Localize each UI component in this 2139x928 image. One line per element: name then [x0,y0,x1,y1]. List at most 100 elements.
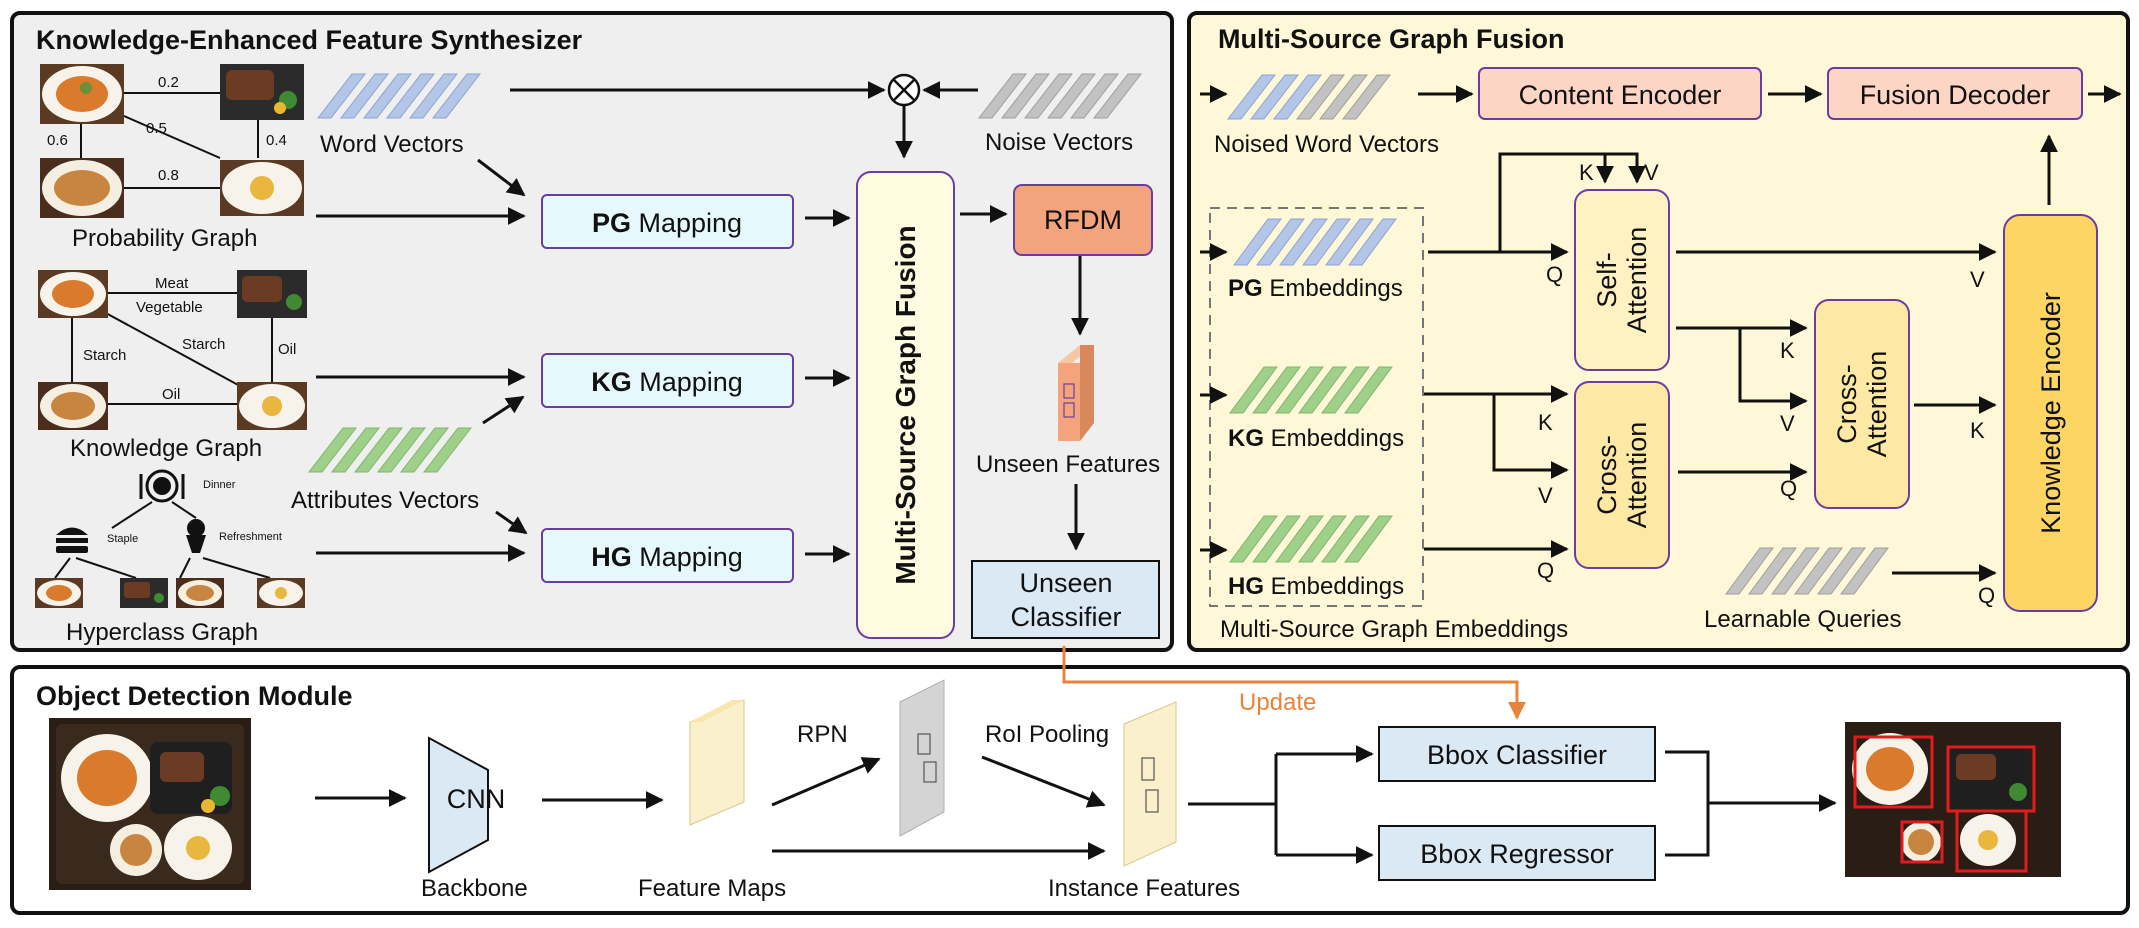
svg-text:Q: Q [1546,262,1563,287]
bbox-classifier-box: Bbox Classifier [1378,726,1656,782]
svg-text:Q: Q [1978,583,1995,608]
food-image-fries [176,578,224,608]
hg-mapping-rest: Mapping [632,542,743,572]
learnable-queries-label: Learnable Queries [1704,606,1901,633]
noised-word-vectors-icon [1226,74,1392,120]
food-image-steak [120,578,168,608]
unseen-classifier-box: Unseen Classifier [971,560,1160,639]
hg-mapping-bold: HG [591,542,632,572]
pg-edge-label: 0.5 [146,120,167,137]
food-image-steak [237,270,307,318]
odm-title: Object Detection Module [36,681,353,711]
hyperclass-graph-label: Hyperclass Graph [66,619,258,646]
noise-vectors-label: Noise Vectors [985,129,1133,156]
detection-boxes [1853,735,2036,873]
knowledge-encoder-label: Knowledge Encoder [2036,292,2066,534]
cnn-label: CNN [447,784,506,814]
pg-mapping-bold: PG [592,208,631,238]
kg-edge-label: Meat [155,275,189,292]
svg-text:K: K [1579,160,1594,185]
instance-features-label: Instance Features [1048,875,1240,902]
rfdm-label: RFDM [1044,205,1122,235]
update-path: Update [1062,646,1526,720]
food-image-steak [220,64,304,120]
svg-text:HG Mapping: HG Mapping [591,542,743,572]
kg-mapping-bold: KG [591,367,632,397]
content-encoder-box: Content Encoder [1478,67,1762,120]
pg-edge-label: 0.4 [266,132,287,149]
attribute-vectors-label: Attributes Vectors [291,487,479,514]
embeddings-group-label: Multi-Source Graph Embeddings [1220,616,1568,643]
word-vectors-label: Word Vectors [320,131,464,158]
pg-mapping-box: PG Mapping [541,194,794,249]
hg-node-label: Refreshment [219,531,282,543]
fusion-decoder-label: Fusion Decoder [1860,80,2051,110]
unseen-classifier-line2: Classifier [1010,602,1121,632]
hyperclass-graph: Dinner Staple Refreshment [35,469,305,646]
food-image-pasta [38,270,108,318]
kg-mapping-box: KG Mapping [541,353,794,408]
cnn-trapezoid: CNN [428,736,506,874]
svg-text:HG Embeddings: HG Embeddings [1228,573,1404,600]
hg-mapping-box: HG Mapping [541,528,794,583]
knowledge-graph: Meat Vegetable Starch Starch Oil Oil Kno… [38,270,307,462]
kg-edge-label: Starch [182,336,225,353]
hg-node-label: Staple [107,533,138,545]
self-attention-box: Self- Attention [1574,189,1670,371]
multiply-operator [887,73,921,107]
content-encoder-label: Content Encoder [1519,80,1722,110]
svg-text:K: K [1780,338,1795,363]
burger-icon [56,527,88,553]
self-attention-line1: Self- [1592,252,1622,308]
knowledge-graph-label: Knowledge Graph [70,435,262,462]
cross-attention-box-right: Cross- Attention [1814,299,1910,509]
food-image-pasta [35,578,83,608]
kg-embeddings-rest: Embeddings [1264,425,1404,452]
food-image-fries [40,158,124,218]
food-image-tart [237,382,307,430]
svg-text:V: V [1970,267,1985,292]
noise-vectors-icon [977,73,1143,119]
kg-edge-label: Oil [278,341,296,358]
hg-embeddings-rest: Embeddings [1264,573,1404,600]
food-image-tart [257,578,305,608]
svg-text:PG Mapping: PG Mapping [592,208,742,238]
msgf-arrows [1200,85,2122,582]
roi-pooling-label: RoI Pooling [985,721,1109,748]
input-tray-image [49,718,251,890]
cross-attention-1-line2: Attention [1622,422,1652,529]
pg-embeddings-rest: Embeddings [1263,275,1403,302]
noised-word-vectors-label: Noised Word Vectors [1214,131,1439,158]
hg-embeddings-bold: HG [1228,573,1264,600]
kg-mapping-rest: Mapping [632,367,743,397]
svg-text:PG Embeddings: PG Embeddings [1228,275,1403,302]
self-attention-line2: Attention [1622,227,1652,334]
dessert-icon [186,519,206,553]
odm-arrows [315,745,1837,864]
kg-edge-label: Oil [162,386,180,403]
svg-text:Q: Q [1537,558,1554,583]
backbone-label: Backbone [421,875,528,902]
instance-features-slab [1123,701,1177,867]
pg-embeddings-bold: PG [1228,275,1263,302]
attribute-vectors-icon [307,427,473,473]
svg-text:Q: Q [1780,476,1797,501]
unseen-classifier-line1: Unseen [1019,568,1112,598]
kefs-arrows [316,81,1089,563]
multi-source-graph-fusion-block: Multi-Source Graph Fusion [856,171,955,639]
learnable-queries-icon [1725,547,1889,595]
qkv-labels: K V Q V K V K V Q K Q Q [1537,160,1995,608]
unseen-features-cube [1058,345,1094,441]
pg-embeddings-icon [1233,218,1397,266]
kg-edge-label: Starch [83,347,126,364]
rpn-slab [899,679,945,837]
svg-text:V: V [1644,160,1659,185]
update-label: Update [1239,689,1316,716]
food-image-tart [220,160,304,216]
svg-text:V: V [1538,483,1553,508]
pg-edge-label: 0.6 [47,132,68,149]
word-vectors-icon [316,73,482,119]
embeddings-group-box [1209,207,1424,607]
bbox-classifier-label: Bbox Classifier [1427,740,1607,770]
